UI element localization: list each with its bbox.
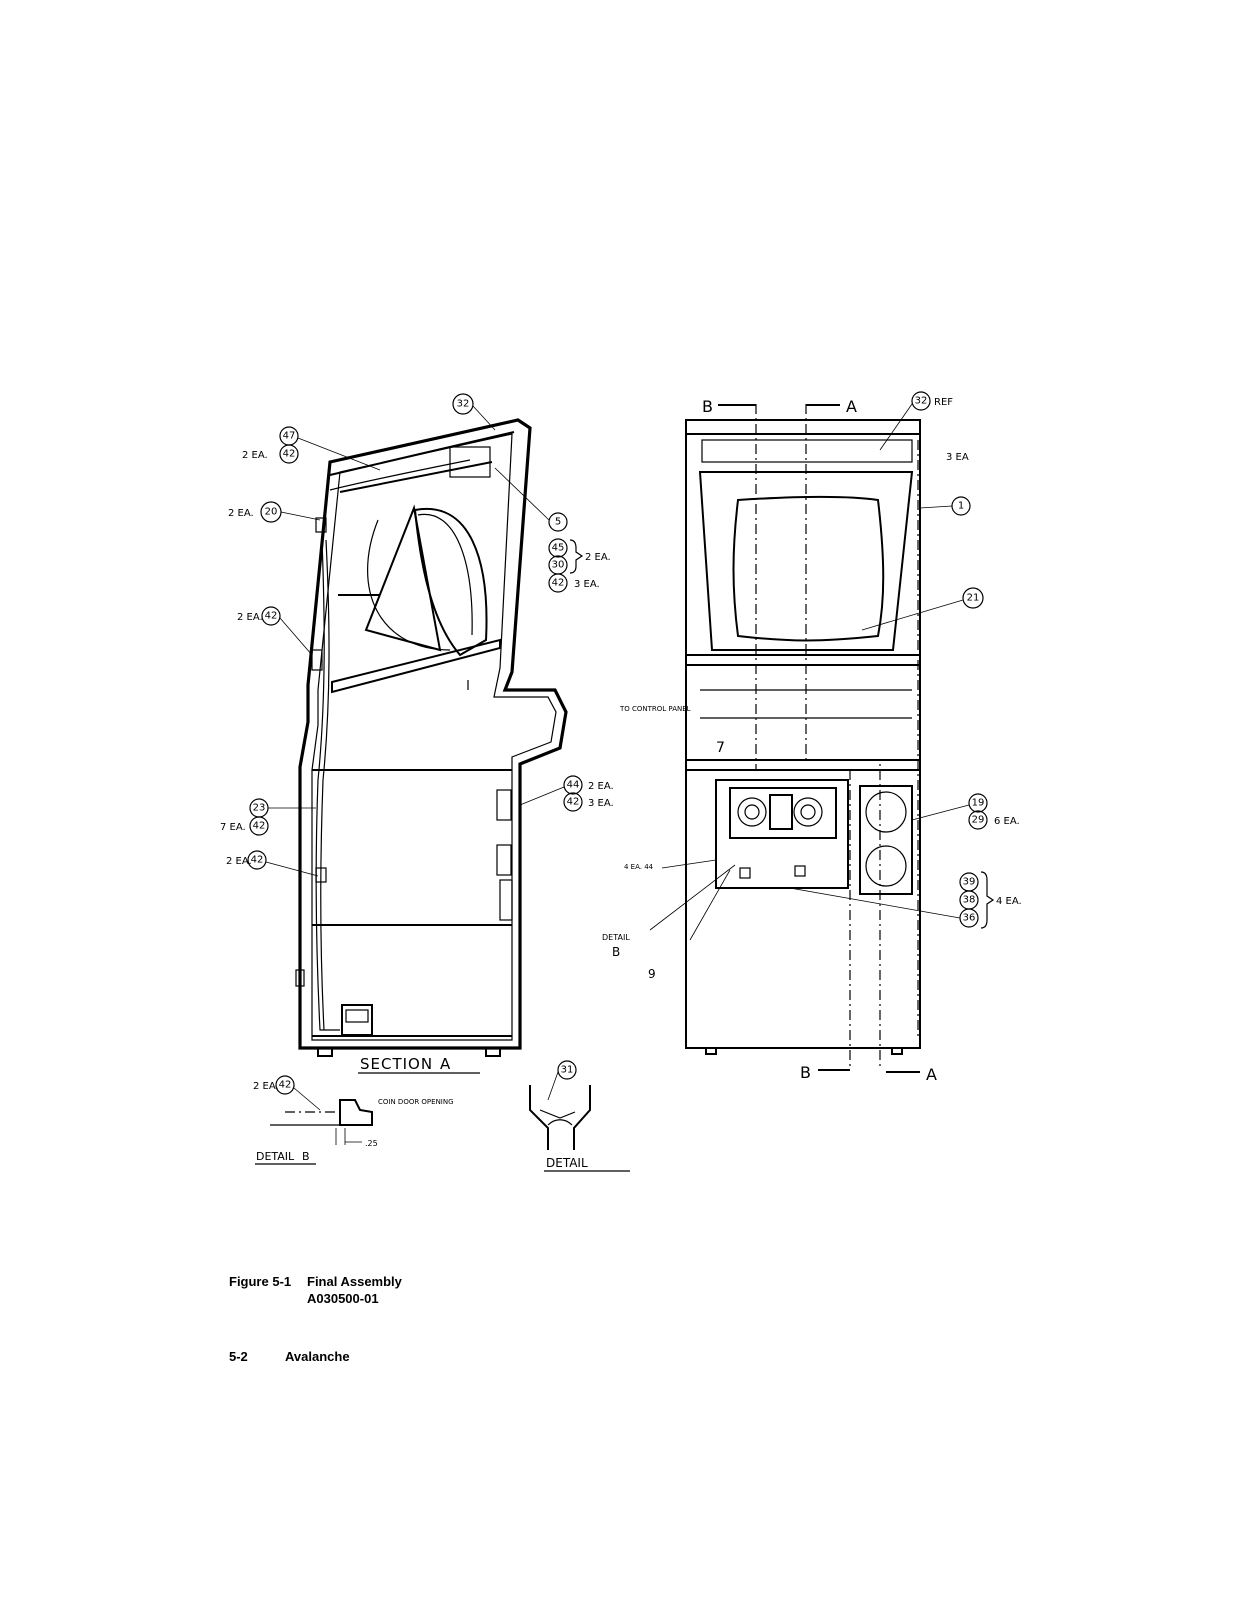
detail-b-label: DETAIL [256, 1150, 295, 1163]
page-number: 5-2 [229, 1349, 248, 1364]
detail-ref-label: DETAIL [602, 933, 630, 942]
callout-32: 32 [457, 399, 470, 410]
section-a-side-view [295, 418, 568, 1057]
detail-b: 42 2 EA. .25 COIN DOOR OPENING DETAIL B [253, 1075, 454, 1165]
page-footer: 5-2 Avalanche [229, 1349, 350, 1364]
section-cut-b-bottom: B [800, 1063, 811, 1082]
detail-ref-letter: B [612, 945, 620, 959]
note-6ea: 6 EA. [994, 816, 1020, 827]
note-4ea-44: 4 EA. 44 [624, 863, 654, 871]
dimension-25: .25 [365, 1139, 378, 1148]
callout-36: 36 [963, 913, 976, 924]
callout-42-b: 42 [265, 611, 278, 622]
callout-21: 21 [967, 593, 980, 604]
section-cut-b-top: B [702, 397, 713, 416]
figure-title: Final Assembly [307, 1274, 402, 1289]
note-3ea-right: 3 EA [946, 452, 969, 463]
left-callouts: 32 47 42 2 EA. 20 2 EA. 42 2 EA. 23 42 7… [220, 393, 614, 877]
note-2ea-d: 2 EA. [226, 856, 252, 867]
callout-20: 20 [265, 507, 278, 518]
note-2ea-g: 2 EA. [253, 1081, 279, 1092]
callout-42-d: 42 [251, 855, 264, 866]
note-to-control-panel: TO CONTROL PANEL [619, 705, 691, 713]
callout-30: 30 [552, 560, 565, 571]
callout-9: 9 [648, 967, 656, 981]
callout-42-f: 42 [567, 797, 580, 808]
detail-b-letter: B [302, 1150, 310, 1163]
callout-42-g: 42 [279, 1080, 292, 1091]
callout-1: 1 [958, 501, 964, 512]
note-2ea-a: 2 EA. [242, 450, 268, 461]
callout-42-a: 42 [283, 449, 296, 460]
note-2ea-e: 2 EA. [585, 552, 611, 563]
note-3ea: 3 EA. [574, 579, 600, 590]
callout-42-e: 42 [552, 578, 565, 589]
note-2ea-c: 2 EA. [237, 612, 263, 623]
section-label: SECTION [360, 1055, 433, 1073]
detail-c-label: DETAIL [546, 1156, 588, 1170]
note-coin-door-opening: COIN DOOR OPENING [378, 1098, 454, 1106]
callout-32-ref: 32 [915, 396, 928, 407]
section-cut-a-bottom: A [926, 1065, 937, 1084]
figure-part-number: A030500-01 [307, 1291, 379, 1306]
note-2ea-f: 2 EA. [588, 781, 614, 792]
note-ref: REF [934, 397, 953, 408]
note-3ea-b: 3 EA. [588, 798, 614, 809]
callout-45: 45 [552, 543, 565, 554]
note-4ea: 4 EA. [996, 896, 1022, 907]
callout-23: 23 [253, 803, 266, 814]
front-view [685, 404, 921, 1073]
callout-31: 31 [561, 1065, 574, 1076]
right-callouts: B A B A 32 REF 3 EA 1 21 TO CONTROL PANE… [602, 391, 1022, 1084]
callout-29: 29 [972, 815, 985, 826]
callout-5: 5 [555, 517, 561, 528]
note-2ea-b: 2 EA. [228, 508, 254, 519]
section-letter-a: A [440, 1055, 451, 1073]
figure-caption: Figure 5-1 Final Assembly A030500-01 [229, 1273, 402, 1307]
callout-44: 44 [567, 780, 580, 791]
section-a-label: SECTION A [358, 1055, 480, 1074]
callout-39: 39 [963, 877, 976, 888]
callout-38: 38 [963, 895, 976, 906]
detail-c: 31 DETAIL [529, 1060, 630, 1172]
callout-19: 19 [972, 798, 985, 809]
callout-47: 47 [283, 431, 296, 442]
callout-42-c: 42 [253, 821, 266, 832]
callout-7: 7 [716, 740, 725, 756]
section-cut-a-top: A [846, 397, 857, 416]
note-7ea: 7 EA. [220, 822, 246, 833]
figure-number: Figure 5-1 [229, 1274, 292, 1289]
game-name: Avalanche [285, 1349, 350, 1364]
